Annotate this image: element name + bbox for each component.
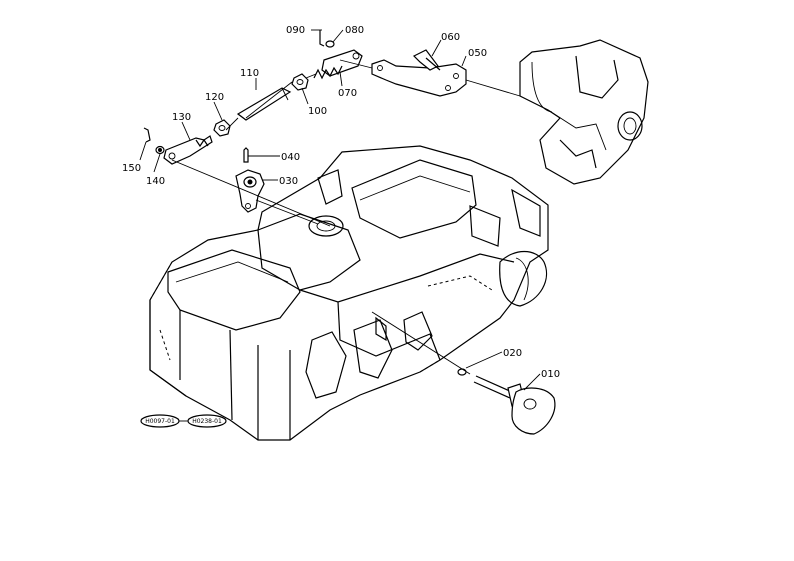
callout-110: 110 (240, 68, 259, 79)
reference-bubble-2 (187, 414, 227, 428)
callout-080: 080 (345, 25, 364, 36)
reference-bubbles: H0097-01 H0238-01 (140, 414, 227, 428)
leader-lines (139, 29, 541, 422)
callout-090: 090 (286, 25, 305, 36)
callout-020: 020 (503, 348, 522, 359)
nut-120 (213, 119, 231, 137)
callout-140: 140 (146, 176, 165, 187)
callout-100: 100 (308, 106, 327, 117)
pin-090 (319, 30, 325, 47)
washer-080 (325, 40, 335, 48)
callout-010: 010 (541, 369, 560, 380)
callout-120: 120 (205, 92, 224, 103)
bracket-housing (519, 39, 649, 185)
callout-030: 030 (279, 176, 298, 187)
callout-060: 060 (441, 32, 460, 43)
reference-2-text: H0238-01 (192, 418, 222, 425)
callout-070: 070 (338, 88, 357, 99)
pin-040 (243, 147, 249, 163)
washer-140 (155, 145, 165, 155)
callout-040: 040 (281, 152, 300, 163)
pin-150 (143, 127, 151, 143)
o-ring-020 (457, 368, 467, 376)
reference-bubble-1 (140, 414, 180, 428)
bolt-060 (412, 49, 441, 71)
callout-labels: 090 080 060 050 110 120 130 100 070 150 … (122, 25, 560, 380)
engine-housing (149, 145, 549, 441)
lever-070 (313, 49, 363, 80)
shaft-010 (473, 375, 556, 435)
rod-end-130 (163, 135, 213, 165)
callout-050: 050 (468, 48, 487, 59)
reference-1-text: H0097-01 (145, 418, 175, 425)
callout-150: 150 (122, 163, 141, 174)
link-plate-050 (371, 59, 467, 97)
nut-100 (291, 73, 309, 91)
lever-030 (235, 169, 265, 213)
callout-130: 130 (172, 112, 191, 123)
